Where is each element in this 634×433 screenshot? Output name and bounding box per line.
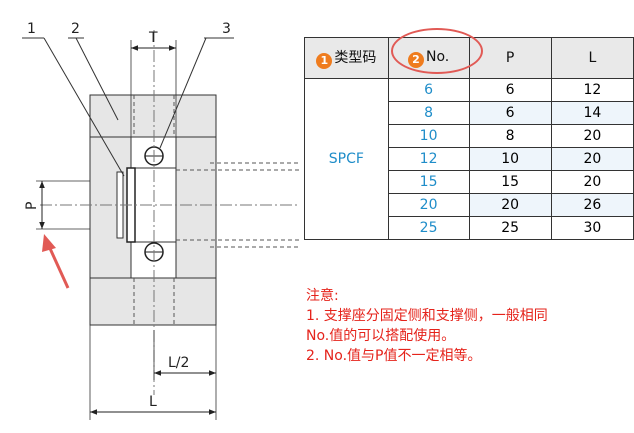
series-cell: SPCF (304, 78, 389, 240)
support-unit-drawing: T P L/2 L 1 2 3 (22, 21, 300, 420)
l-cell: 20 (550, 147, 634, 171)
table-row: 8 6 14 (305, 101, 634, 125)
red-arrow-shaft (46, 243, 70, 289)
p-cell: 6 (468, 78, 552, 102)
table-row: 10 8 20 (305, 124, 634, 148)
table-row: 25 25 30 (305, 216, 634, 240)
notes: 注意: 1. 支撑座分固定侧和支撑侧，一般相同 No.值的可以搭配使用。 2. … (306, 286, 626, 366)
l-cell: 14 (550, 101, 634, 125)
header-p: P (468, 37, 552, 79)
l-cell: 20 (550, 170, 634, 194)
l-cell: 30 (550, 216, 634, 240)
no-cell: 25 (387, 216, 470, 240)
header-type-label: 类型码 (334, 50, 377, 66)
no-cell: 20 (387, 193, 470, 217)
callout-2: 2 (71, 21, 80, 37)
dim-P-label: P (24, 202, 40, 210)
header-no-label: No. (425, 48, 450, 65)
callout-1: 1 (27, 21, 36, 37)
table-row: 12 10 20 (305, 147, 634, 171)
red-arrow-head (42, 234, 56, 252)
header-l: L (550, 37, 634, 79)
dim-Lhalf-label: L/2 (168, 355, 189, 371)
callout-3: 3 (222, 21, 231, 37)
no-cell: 6 (387, 78, 470, 102)
p-cell: 15 (468, 170, 552, 194)
p-cell: 8 (468, 124, 552, 148)
no-badge-icon: 2 (407, 51, 424, 68)
dim-T-label: T (148, 30, 158, 46)
p-cell: 25 (468, 216, 552, 240)
p-cell: 6 (468, 101, 552, 125)
l-cell: 12 (550, 78, 634, 102)
p-cell: 10 (468, 147, 552, 171)
notes-line-2: No.值的可以搭配使用。 (306, 328, 456, 344)
notes-line-1: 1. 支撑座分固定侧和支撑侧，一般相同 (306, 308, 548, 324)
no-cell: 12 (387, 147, 470, 171)
no-cell: 8 (387, 101, 470, 125)
table-row: SPCF 6 6 12 (304, 78, 634, 240)
notes-line-3: 2. No.值与P值不一定相等。 (306, 348, 482, 364)
dim-L-label: L (149, 394, 157, 410)
type-badge-icon: 1 (316, 53, 333, 69)
hidden-lines (133, 95, 300, 325)
l-cell: 20 (550, 124, 634, 148)
no-cell: 15 (387, 170, 470, 194)
p-cell: 20 (468, 193, 552, 217)
no-cell: 10 (387, 124, 470, 148)
notes-title: 注意: (306, 288, 339, 304)
l-cell: 26 (550, 193, 634, 217)
